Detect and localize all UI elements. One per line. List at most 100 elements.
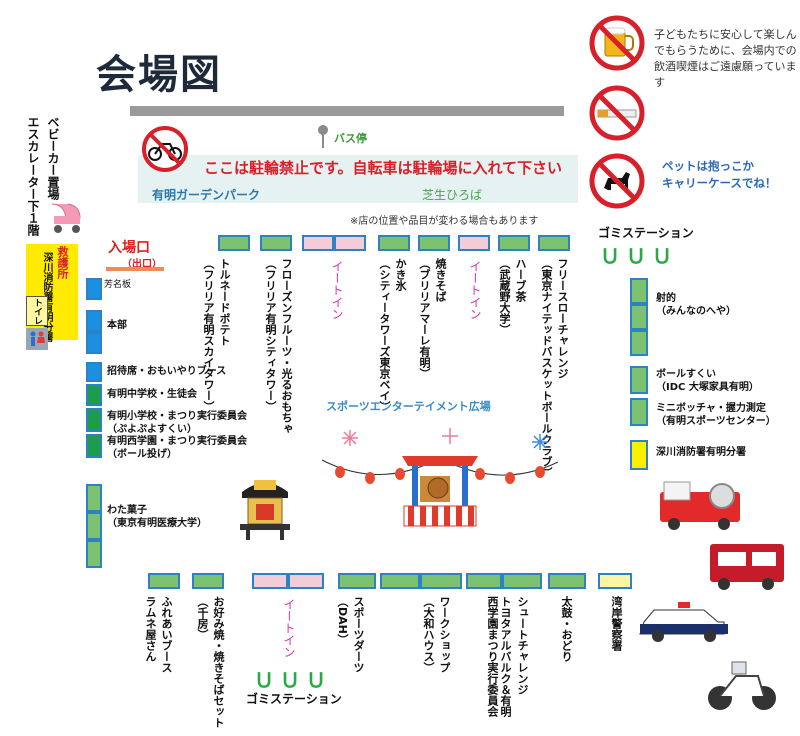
bottom-booth-4-label: スポーツダーツ (352, 596, 365, 673)
booth-jhs: 有明中学校・生徒会 (107, 389, 197, 400)
yagura-stage-icon (321, 428, 559, 527)
booth-top-3a (302, 235, 334, 251)
top-booth-8-label: フリースローチャレンジ (556, 258, 569, 379)
page-title: 会場図 (96, 52, 222, 98)
no-pets-icon (589, 153, 645, 209)
pet-notice-line1: ペットは抱っこか (662, 159, 754, 173)
booth-top-6 (458, 235, 490, 251)
entrance-marker (106, 267, 164, 271)
booth-wata: わた菓子 （東京有明医療大学） (107, 504, 207, 530)
booth-top-1 (218, 235, 250, 251)
no-drinking-smoking-notice: 子どもたちに安心して楽しんでもらうために、会場内での飲酒喫煙はご遠慮願っています (654, 28, 797, 89)
booth-right-1b (630, 304, 648, 330)
booth-west-block (86, 434, 102, 458)
top-booth-8-sub: （東京ナイテッドバスケットボールクラブ） (540, 258, 553, 478)
bottom-booth-2-label: お好み焼・焼きそばセット (212, 596, 225, 728)
booth-top-3b (334, 235, 366, 251)
yoshiban-board (86, 278, 102, 300)
park-band (138, 155, 578, 203)
booth-ball-label: ボールすくい (656, 369, 716, 380)
booth-fire: 深川消防署有明分署 (656, 447, 746, 458)
booth-bottom-7 (548, 573, 586, 589)
booth-ball: ボールすくい （IDC 大塚家具有明） (656, 368, 759, 394)
escalator-label: エスカレーター下１階 (26, 116, 40, 236)
booth-es-sub: （ぷよぷよすくい） (107, 424, 197, 435)
booth-bottom-4 (338, 573, 376, 589)
gomi-bins-right: ＵＵＵ (600, 244, 678, 268)
booth-right-1c (630, 330, 648, 356)
lawn-name: 芝生ひろば (422, 188, 483, 202)
gomi-station-right-label: ゴミステーション (598, 226, 694, 240)
top-booth-5-sub: （ブリリアマーレ有明） (418, 258, 431, 379)
first-aid-label: 救護所 (56, 246, 69, 279)
top-booth-3-label: イートイン (330, 260, 344, 320)
booth-wata-block3 (86, 540, 102, 568)
top-booth-7-label: ハーブ茶 (514, 258, 527, 302)
top-booth-1-label: トルネードポテト (218, 258, 231, 346)
booth-bottom-1 (148, 573, 180, 589)
top-booth-4-sub: （シティータワーズ東京ベイ） (378, 258, 391, 412)
booth-bottom-5b (420, 573, 462, 589)
police-motorcycle-icon (708, 661, 776, 710)
pet-notice-line2: キャリーケースでね！ (662, 176, 777, 190)
booth-wata-block1 (86, 484, 102, 512)
top-booth-1-sub: （フリリア有明スカイタワー） (202, 258, 215, 412)
fire-truck-icon (660, 481, 740, 530)
booth-shateki-label: 射的 (656, 293, 676, 304)
toilet-booth (26, 296, 48, 326)
booth-honbu-block2 (86, 332, 102, 354)
top-booth-1: トルネードポテト (218, 258, 231, 346)
booth-right-4 (630, 440, 648, 470)
booth-bottom-8 (598, 573, 632, 589)
booth-jhs-block (86, 384, 102, 406)
no-bicycle-notice: ここは駐輪禁止です。自転車は駐輪場に入れて下さい (204, 159, 563, 177)
exit-label: （出口） (122, 259, 162, 270)
bottom-booth-1-sub: ラムネ屋さん (144, 596, 157, 662)
yoshiban-label: 芳名板 (104, 280, 132, 290)
baby-car-label: ベビーカー置場 (46, 116, 60, 200)
bottom-booth-1-label: ふれあいブース (160, 596, 173, 673)
gomi-station-bottom-label: ゴミステーション (246, 692, 342, 706)
booth-right-2 (630, 366, 648, 394)
booth-es: 有明小学校・まつり実行委員会 （ぷよぷよすくい） (107, 410, 247, 436)
booth-bottom-3a (252, 573, 288, 589)
sports-plaza-label: スポーツエンターテイメント広場 (326, 400, 491, 413)
gomi-bins-bottom: ＵＵＵ (254, 668, 332, 692)
no-smoking-icon (589, 85, 645, 141)
booth-top-8 (538, 235, 570, 251)
park-name: 有明ガーデンパーク (152, 188, 261, 202)
police-car-icon (639, 602, 728, 642)
booth-invite-block (86, 362, 102, 382)
booth-boccia-sub: （有明スポーツセンター） (656, 416, 776, 427)
booth-es-block (86, 408, 102, 432)
bottom-booth-5-sub: （大和ハウス） (422, 596, 435, 673)
toilet-label: トイレ (32, 298, 42, 325)
bus-stop-icon (318, 125, 328, 148)
booth-bottom-2 (192, 573, 224, 589)
road-bar (130, 106, 564, 116)
top-booth-7-sub: （武蔵野大学） (498, 258, 511, 335)
booth-bottom-6a (466, 573, 502, 589)
booth-shateki-sub: （みんなのへや） (656, 306, 736, 317)
bottom-booth-3-label: イートイン (282, 598, 296, 658)
booth-west-sub: （ボール投げ） (107, 449, 177, 460)
booth-bottom-5a (380, 573, 420, 589)
bus-stop-label: バス停 (334, 132, 367, 145)
pet-notice: ペットは抱っこか キャリーケースでね！ (662, 158, 776, 192)
booth-wata-label: わた菓子 (107, 505, 147, 516)
booth-top-7 (498, 235, 530, 251)
top-booth-2-sub: （フリリア有明シティタワー） (264, 258, 277, 412)
bottom-booth-8-label: 湾岸警察署 (610, 596, 623, 651)
bottom-booth-4-sub: （DAH） (336, 596, 349, 645)
mobile-truck-icon (710, 544, 784, 590)
booth-wata-sub: （東京有明医療大学） (107, 518, 207, 529)
booth-bottom-3b (288, 573, 324, 589)
booth-shateki: 射的 （みんなのへや） (656, 292, 736, 318)
top-booth-4-label: かき氷 (394, 258, 407, 291)
top-booth-6-label: イートイン (468, 260, 482, 320)
no-alcohol-icon (589, 15, 645, 71)
no-bicycle-icon (142, 126, 188, 172)
booth-right-3 (630, 398, 648, 426)
layout-note: ※店の位置や品目が変わる場合もあります (350, 216, 539, 227)
bottom-booth-7-label: 太鼓・おどり (560, 596, 573, 662)
